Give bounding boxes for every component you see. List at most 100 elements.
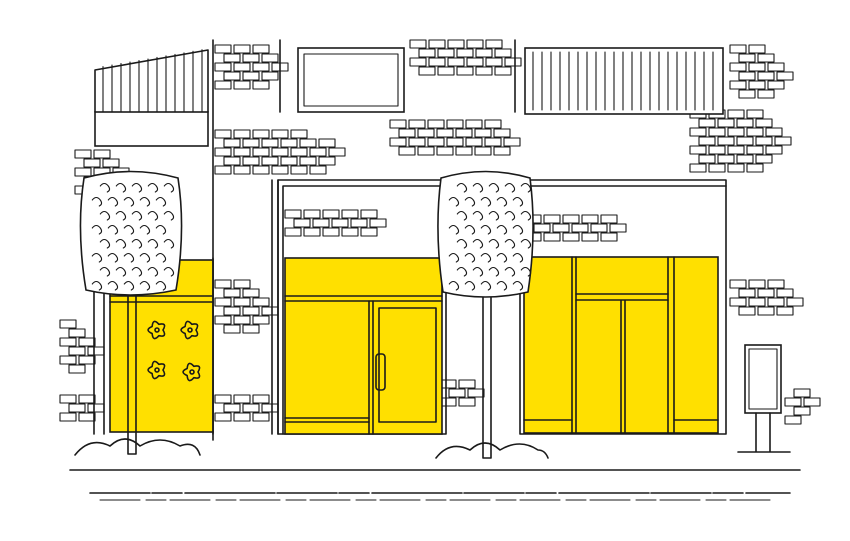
leaf-scribble: [139, 280, 151, 291]
leaf-scribble: [496, 224, 508, 235]
leaf-scribble: [520, 210, 532, 221]
leaf-scribble: [464, 280, 476, 291]
leaf-scribble: [472, 238, 484, 249]
leaf-scribble: [107, 252, 119, 263]
flower-decals: [147, 320, 201, 382]
leaf-scribble: [448, 224, 460, 235]
brick-patch: [214, 394, 279, 422]
brick-patch: [729, 44, 794, 99]
leaf-scribble: [115, 266, 127, 277]
leaf-scribble: [115, 210, 127, 221]
leaf-scribble: [131, 266, 143, 277]
brick-patch: [214, 129, 346, 175]
brick-patch: [214, 44, 289, 90]
brick-patch: [59, 394, 105, 422]
leaf-scribble: [472, 210, 484, 221]
flower-icon: [180, 320, 199, 340]
brick-patch: [214, 279, 279, 334]
leaf-scribble: [480, 280, 492, 291]
leaf-scribble: [480, 252, 492, 263]
leaf-scribble: [155, 280, 167, 291]
leaf-scribble: [456, 182, 468, 193]
leaf-scribble: [163, 210, 175, 221]
leaf-scribble: [123, 252, 135, 263]
yellow-window-panel: [284, 257, 443, 435]
leaf-scribble: [107, 224, 119, 235]
leaf-scribble: [488, 266, 500, 277]
leaf-scribble: [155, 224, 167, 235]
flower-icon: [147, 360, 166, 380]
leaf-scribble: [123, 280, 135, 291]
brick-patch: [689, 109, 792, 173]
leaf-scribble: [456, 238, 468, 249]
leaf-scribble: [472, 182, 484, 193]
brick-patch: [389, 119, 521, 156]
leaf-scribble: [480, 196, 492, 207]
tree-left: [74, 170, 201, 456]
leaf-scribble: [496, 280, 508, 291]
leaf-scribble: [512, 196, 524, 207]
upper-window-center: [297, 47, 405, 113]
leaf-scribble: [512, 224, 524, 235]
leaf-scribble: [139, 196, 151, 207]
leaf-scribble: [91, 280, 103, 291]
leaf-scribble: [520, 266, 532, 277]
leaf-scribble: [147, 182, 159, 193]
leaf-scribble: [91, 252, 103, 263]
leaf-scribble: [456, 210, 468, 221]
leaf-scribble: [496, 252, 508, 263]
leaf-scribble: [107, 196, 119, 207]
leaf-scribble: [512, 252, 524, 263]
brick-patch: [439, 379, 485, 407]
leaf-scribble: [504, 210, 516, 221]
leaf-scribble: [91, 196, 103, 207]
flower-center: [189, 369, 195, 375]
leaf-scribble: [456, 266, 468, 277]
flower-icon: [147, 320, 166, 340]
leaf-scribble: [472, 266, 484, 277]
leaf-scribble: [99, 238, 111, 249]
balcony-left: [94, 49, 209, 147]
leaf-scribble: [115, 182, 127, 193]
leaf-scribble: [131, 182, 143, 193]
leaf-scribble: [448, 280, 460, 291]
leaf-scribble: [91, 224, 103, 235]
leaf-scribble: [99, 182, 111, 193]
leaf-scribble: [504, 238, 516, 249]
leaf-scribble: [115, 238, 127, 249]
leaf-scribble: [139, 252, 151, 263]
leaf-scribble: [99, 266, 111, 277]
tree-right: [435, 170, 549, 459]
leaf-scribble: [131, 210, 143, 221]
leaf-scribble: [464, 196, 476, 207]
leaf-scribble: [163, 266, 175, 277]
door-handle: [375, 353, 386, 391]
leaf-scribble: [488, 210, 500, 221]
leaf-scribble: [155, 196, 167, 207]
leaf-scribble: [139, 224, 151, 235]
leaf-scribble: [496, 196, 508, 207]
leaf-scribble: [464, 224, 476, 235]
leaf-scribble: [99, 210, 111, 221]
leaf-scribble: [512, 280, 524, 291]
leaf-scribble: [520, 238, 532, 249]
brick-patch: [409, 39, 522, 76]
storefront-center: [277, 179, 447, 435]
leaf-scribble: [163, 238, 175, 249]
storefront-right: [519, 179, 727, 435]
leaf-scribble: [480, 224, 492, 235]
brick-patch: [784, 388, 821, 425]
brick-patch: [284, 209, 387, 237]
leaf-scribble: [488, 182, 500, 193]
flower-icon: [182, 362, 201, 382]
brick-patch: [729, 279, 804, 316]
brick-patch: [524, 214, 627, 242]
leaf-scribble: [155, 252, 167, 263]
brick-patch: [59, 319, 105, 374]
leaf-scribble: [520, 182, 532, 193]
leaf-scribble: [448, 196, 460, 207]
leaf-scribble: [147, 266, 159, 277]
upper-railing-right: [524, 47, 724, 115]
leaf-scribble: [163, 182, 175, 193]
